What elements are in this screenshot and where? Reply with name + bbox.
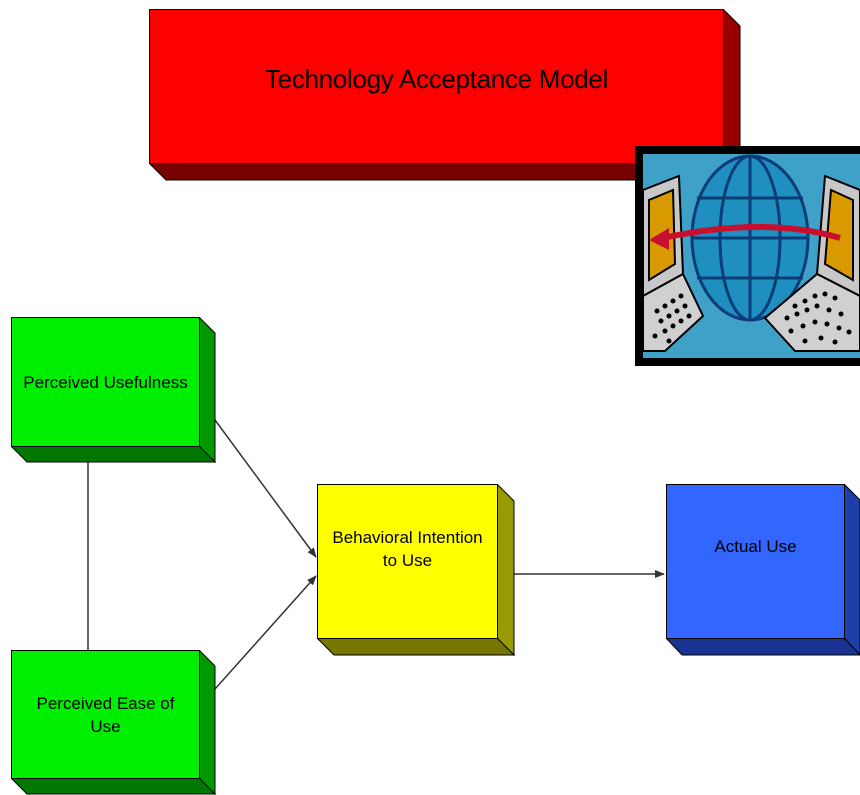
node-face: Perceived Ease of Use xyxy=(11,650,200,779)
networked-computers-globe-icon xyxy=(635,146,860,366)
edge-ease-intention xyxy=(214,575,317,690)
node-face: Perceived Usefulness xyxy=(11,317,200,447)
node-label: Actual Use xyxy=(714,537,797,556)
node-face: Actual Use xyxy=(666,484,845,639)
node-actual-use: Actual Use xyxy=(666,484,860,656)
edge-usefulness-intention xyxy=(214,419,317,558)
title-face: Technology Acceptance Model xyxy=(149,9,724,164)
node-label: Behavioral Intention to Use xyxy=(332,527,483,570)
node-perceived-usefulness: Perceived Usefulness xyxy=(11,317,216,463)
page-title: Technology Acceptance Model xyxy=(264,64,609,94)
node-depth xyxy=(11,317,216,463)
red-arc-arrow-icon xyxy=(649,224,841,250)
node-depth xyxy=(666,484,860,656)
node-face: Behavioral Intention to Use xyxy=(317,484,498,639)
globe-icon xyxy=(690,154,810,322)
node-depth xyxy=(317,484,515,656)
node-label: Perceived Ease of Use xyxy=(36,693,175,736)
title-block: Technology Acceptance Model xyxy=(149,9,741,181)
title-block-depth xyxy=(149,9,741,181)
node-behavioral-intention: Behavioral Intention to Use xyxy=(317,484,515,656)
node-label: Perceived Usefulness xyxy=(23,372,188,392)
node-perceived-ease-of-use: Perceived Ease of Use xyxy=(11,650,216,795)
